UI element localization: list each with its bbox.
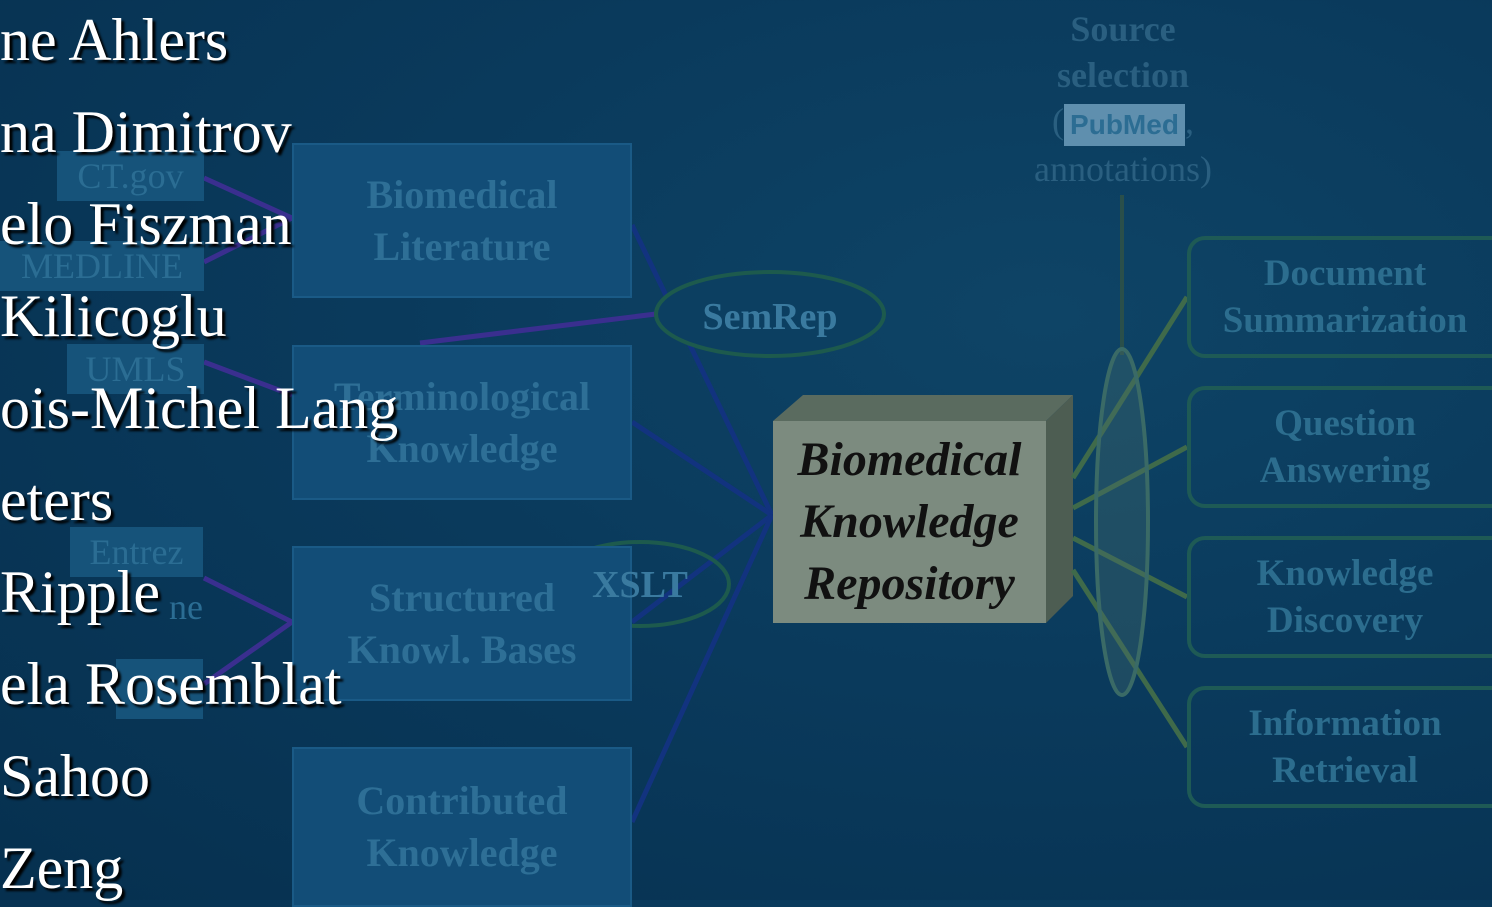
app-knowledge-discovery: Knowledge Discovery: [1187, 536, 1492, 658]
source-umls: UMLS: [67, 344, 204, 394]
author-name: ela Rosemblat: [0, 651, 342, 717]
author-name: ne Ahlers: [0, 7, 229, 73]
kb-line: Knowl. Bases: [347, 626, 577, 672]
kb-contributed-knowledge: Contributed Knowledge: [292, 747, 632, 907]
app-line: Knowledge: [1256, 553, 1434, 594]
source-other: [116, 659, 203, 719]
semrep-label: SemRep: [702, 296, 838, 338]
author-name: na Dimitrov: [0, 99, 292, 165]
app-line: Answering: [1259, 450, 1431, 491]
kb-line: Biomedical: [366, 171, 558, 217]
app-information-retrieval: Information Retrieval: [1187, 686, 1492, 808]
xslt-label: XSLT: [592, 564, 688, 606]
author-name: ois-Michel Lang: [0, 375, 399, 441]
author-name: Kilicoglu: [0, 283, 227, 349]
repository-line: Biomedical: [797, 433, 1022, 486]
source-entrez: Entrez: [70, 527, 203, 577]
kb-line: Terminological: [333, 373, 591, 419]
app-line: Retrieval: [1272, 750, 1418, 791]
pubmed-logo: PubMed: [1064, 103, 1185, 146]
source-ctgov: CT.gov: [57, 151, 204, 201]
kb-terminological-knowledge: Terminological Knowledge: [292, 345, 632, 500]
kb-structured-knowl-bases: Structured Knowl. Bases: [292, 546, 632, 701]
app-line: Information: [1248, 703, 1442, 744]
app-line: Document: [1263, 253, 1427, 294]
kb-line: Knowledge: [366, 830, 558, 875]
source-filter-ellipse: [1094, 347, 1150, 697]
source-selection-annotations: annotations): [1034, 148, 1212, 189]
kb-line: Knowledge: [366, 425, 558, 471]
app-line: Summarization: [1222, 300, 1468, 341]
source-medline: MEDLINE: [0, 241, 204, 291]
kb-line: Structured: [369, 574, 555, 620]
author-name: Zeng: [0, 835, 124, 901]
app-line: Discovery: [1266, 600, 1424, 641]
source-selection-title: Source: [1070, 9, 1176, 49]
repository-side: [1046, 395, 1073, 623]
kb-line: Literature: [373, 223, 551, 269]
kb-biomedical-literature: Biomedical Literature: [292, 143, 632, 298]
repository-line: Knowledge: [800, 495, 1019, 548]
author-name: Sahoo: [0, 743, 150, 809]
app-document-summarization: Document Summarization: [1187, 236, 1492, 358]
comma: ,: [1184, 101, 1194, 141]
repository-line: Repository: [804, 557, 1015, 610]
author-name: elo Fiszman: [0, 191, 292, 257]
biomedical-knowledge-repository: Biomedical Knowledge Repository: [773, 421, 1046, 623]
semrep-ellipse: [654, 270, 886, 358]
author-name: Ripple: [0, 559, 160, 625]
source-entrez-2: ne: [169, 587, 203, 627]
author-name: eters: [0, 467, 114, 533]
source-selection-subtitle: selection: [1057, 55, 1189, 95]
open-paren: (: [1052, 101, 1065, 141]
kb-line: Contributed: [356, 778, 568, 823]
app-question-answering: Question Answering: [1187, 386, 1492, 508]
source-selection: Source selection (PubMed, annotations): [1010, 6, 1236, 192]
source-selection-logo-line: (PubMed,: [1010, 98, 1236, 146]
repository-top: [773, 395, 1073, 421]
app-line: Question: [1274, 403, 1416, 444]
